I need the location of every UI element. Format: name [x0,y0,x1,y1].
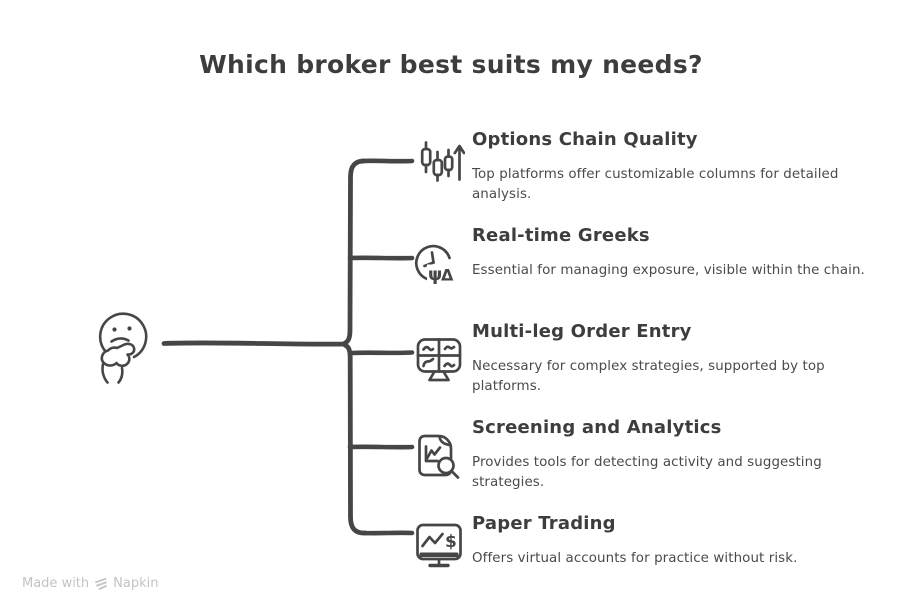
svg-text:ψ: ψ [428,265,442,286]
svg-text:$: $ [445,532,457,552]
item-description: Essential for managing exposure, visible… [472,263,865,278]
item-description: Top platforms offer customizable columns… [472,167,839,202]
item-description: Provides tools for detecting activity an… [472,455,822,490]
napkin-logo-icon [94,577,108,591]
branch-item-options-chain-quality: Options Chain Quality Top platforms offe… [412,127,872,204]
document-chart-magnifier-icon [413,431,465,483]
watermark: Made with Napkin [22,576,158,591]
clock-greeks-icon: ψ Δ [413,242,465,294]
page-title: Which broker best suits my needs? [199,50,703,79]
item-title: Options Chain Quality [472,129,698,150]
watermark-brand: Napkin [113,576,159,591]
item-title: Multi-leg Order Entry [472,321,692,342]
item-description: Necessary for complex strategies, suppor… [472,359,825,394]
svg-text:Δ: Δ [441,266,454,285]
watermark-prefix: Made with [22,576,90,591]
branch-item-screening-and-analytics: Screening and Analytics Provides tools f… [412,415,872,492]
multi-pane-monitor-icon [413,335,465,387]
item-title: Real-time Greeks [472,225,650,246]
item-description: Offers virtual accounts for practice wit… [472,551,798,566]
branch-item-real-time-greeks: ψ Δ Real-time Greeks Essential for manag… [412,223,872,286]
item-title: Paper Trading [472,513,616,534]
branch-item-multi-leg-order-entry: Multi-leg Order Entry Necessary for comp… [412,319,872,396]
monitor-chart-dollar-icon: $ [413,519,465,571]
candlestick-chart-up-icon [413,139,465,191]
thinking-face-icon [98,312,148,384]
item-title: Screening and Analytics [472,417,722,438]
branch-item-paper-trading: $ Paper Trading Offers virtual accounts … [412,511,872,569]
